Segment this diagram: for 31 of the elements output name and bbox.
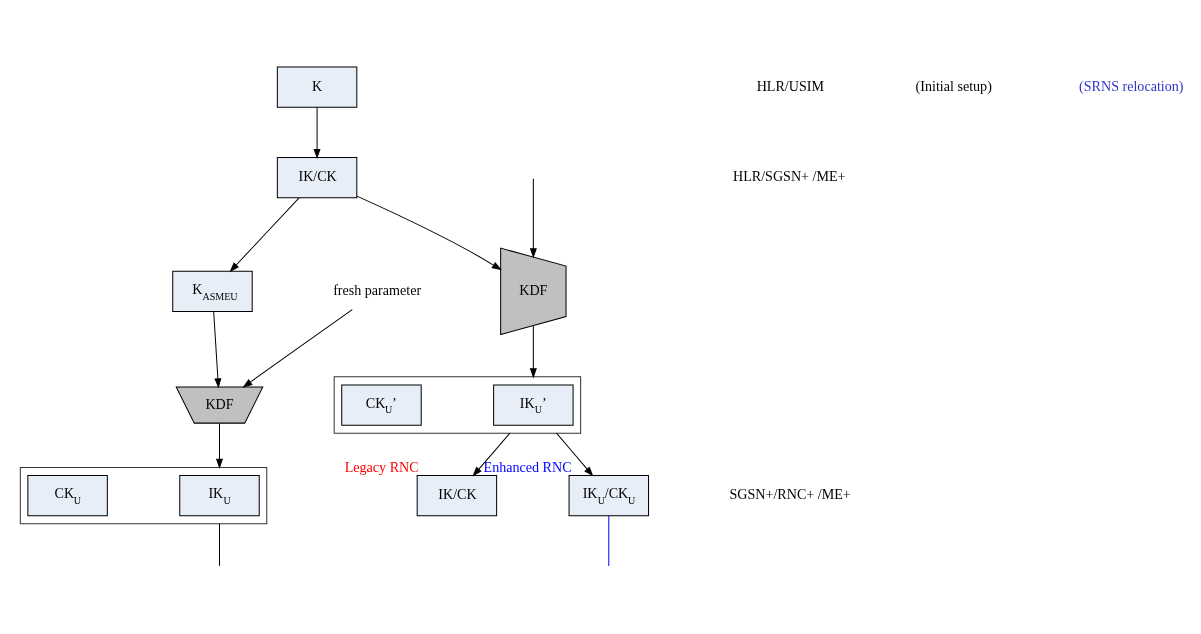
node-box: K: [276, 66, 358, 108]
label: SGSN+/RNC+ /ME+: [729, 486, 851, 503]
node-label: Legacy RNC: [344, 458, 419, 475]
arrow: [313, 106, 321, 160]
node-box: IK/CK: [276, 157, 358, 199]
label: HLR/SGSN+ /ME+: [733, 168, 846, 185]
label: (SRNS relocation): [1079, 77, 1184, 94]
node-label: Enhanced RNC: [483, 458, 572, 475]
node-box: CK$_{U}$: [27, 474, 108, 517]
label: HLR/USIM: [756, 77, 824, 94]
cluster: [333, 376, 582, 434]
arrow: [242, 309, 353, 388]
cluster: [19, 466, 268, 525]
node-text: fresh parameter: [333, 282, 422, 299]
connector: [608, 515, 610, 567]
node-box: CK$_{U}$’: [341, 384, 422, 426]
arrow: [472, 432, 511, 477]
arrow: [229, 197, 300, 273]
arrow: [356, 195, 502, 271]
arrow: [215, 423, 224, 469]
arrow: [556, 432, 594, 477]
node-box: IK$_{U}$: [179, 474, 260, 517]
node-box: IK/CK: [416, 474, 498, 517]
node-box: IK$_{U}$’: [493, 384, 574, 426]
node-box: IK$_{U}$/CK$_{U}$: [568, 474, 650, 517]
label: (Initial setup): [915, 77, 992, 94]
arrow: [213, 311, 222, 389]
arrow: [529, 178, 537, 259]
node-box: K$_{ASMEU}$: [172, 270, 253, 312]
arrow: [529, 325, 537, 379]
connector: [219, 523, 220, 567]
